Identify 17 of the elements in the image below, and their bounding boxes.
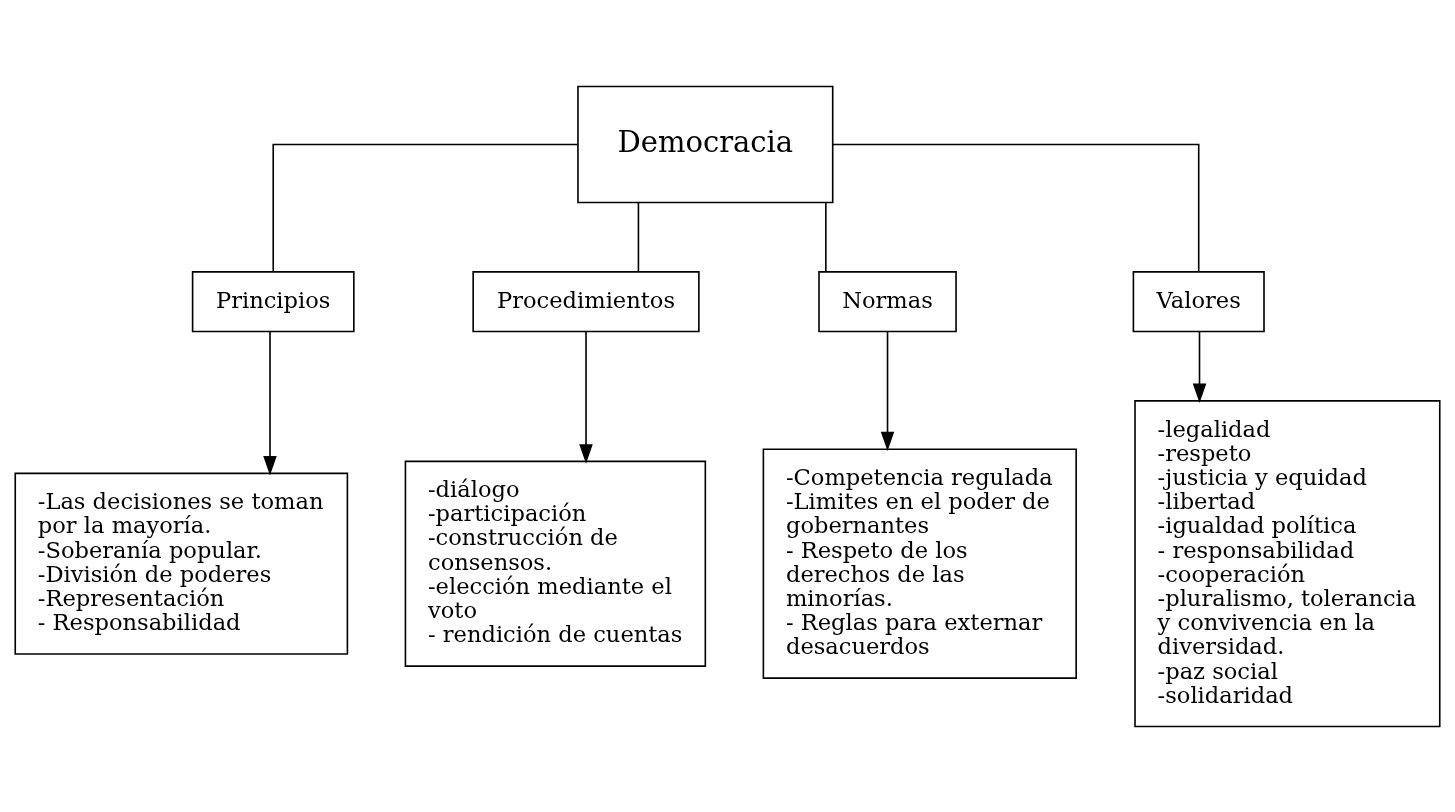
arrow xyxy=(263,330,277,475)
node-box: Democracia xyxy=(577,85,834,203)
connector xyxy=(825,201,827,272)
node-box: -Competencia regulada -Limites en el poder de gobernantes - Respeto de los derechos de las minorías. - Reglas para externar desacuerdos xyxy=(762,447,1077,679)
arrow xyxy=(1192,330,1207,403)
node-box: Normas xyxy=(818,270,957,332)
connector xyxy=(272,143,579,272)
node-box: -Las decisiones se toman por la mayoría. -Soberanía popular. -División de poderes -Representación - Responsabilidad xyxy=(14,472,349,655)
node-box: Principios xyxy=(191,270,355,332)
node-box: Procedimientos xyxy=(472,270,700,332)
arrow xyxy=(579,330,593,464)
node-box: -legalidad -respeto -justicia y equidad -libertad -igualdad política - responsabilidad -cooperación -pluralismo, tolerancia y convivencia en la diversidad. -paz social -solidaridad xyxy=(1134,399,1441,727)
connector xyxy=(832,143,1200,272)
arrow xyxy=(880,330,895,451)
connector xyxy=(637,201,640,272)
node-box: Valores xyxy=(1132,270,1265,332)
node-box: -diálogo -participación -construcción de consensos. -elección mediante el voto - rendición de cuentas xyxy=(404,460,707,667)
